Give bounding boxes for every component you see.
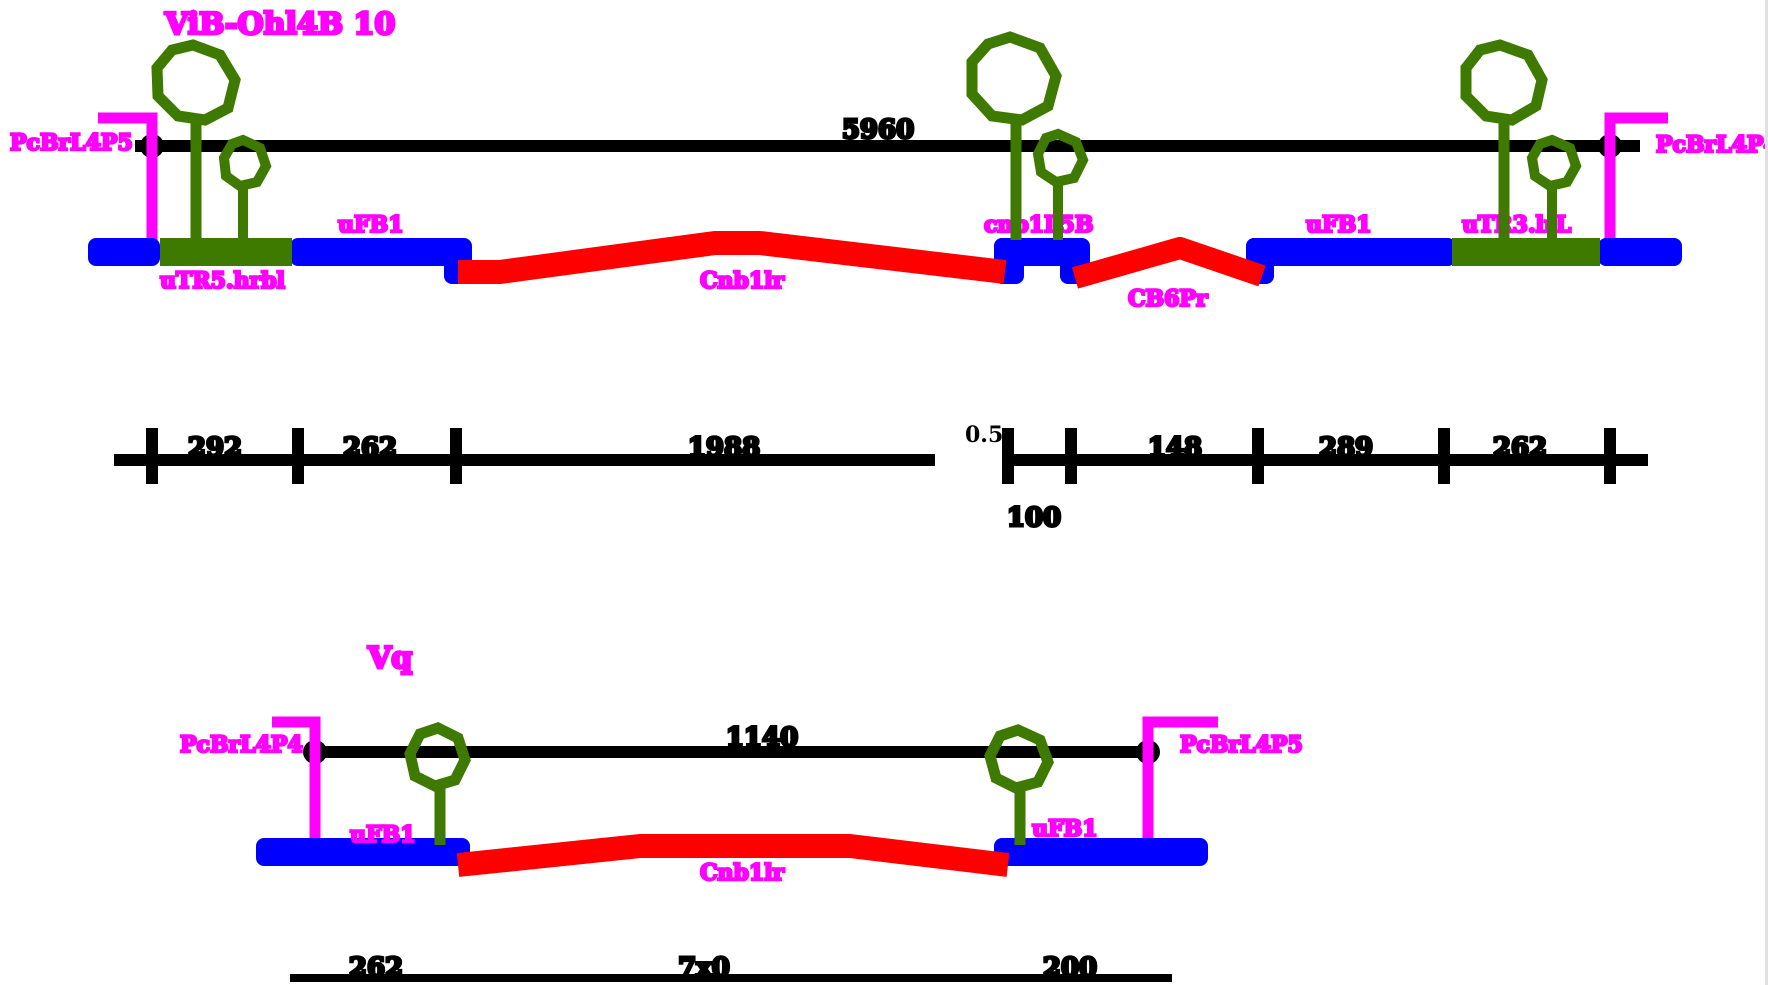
- utr-left-label: uTR5.hrbl: [160, 268, 285, 294]
- top-total-length: 5960: [842, 115, 914, 145]
- scale-segment-length: 262: [343, 433, 397, 463]
- probe-lollipop-icon: [1032, 128, 1089, 240]
- probe-lollipop-icon: [404, 722, 471, 845]
- exon-block: [256, 838, 470, 866]
- intron-main-label: Cnb1lr: [700, 268, 785, 294]
- scale-ratio: 0.5: [965, 422, 1003, 448]
- probe-lollipop-icon: [966, 31, 1062, 240]
- probe-lollipop-icon: [151, 39, 241, 240]
- scale-unit: 100: [1007, 503, 1061, 533]
- exon-block: [88, 238, 160, 266]
- scale-segment-length: 292: [188, 433, 242, 463]
- utr-left-segment: [160, 238, 292, 266]
- bottom-scale-bar: 262 7x0 200: [290, 952, 1172, 985]
- bottom-panel: Vq 1140 PcBrL4P4 PcBrL4P5 uFB1 uFB1 Cnb1…: [179, 640, 1304, 888]
- top-panel: ViB-Ohl4B 10 5960 PcBrL4P5 PcBrL4P4: [9, 6, 1768, 314]
- scale-segment-length: 1988: [688, 433, 760, 463]
- scale-segment-length: 289: [1319, 433, 1373, 463]
- top-intron-main: [458, 231, 1007, 284]
- bottom-intron: [456, 834, 1010, 877]
- exon-block: [1246, 238, 1456, 266]
- bottom-total-length: 1140: [726, 723, 798, 753]
- top-primer-right-label: PcBrL4P4: [1656, 132, 1768, 158]
- bottom-exon-right-label: uFB1: [1032, 816, 1098, 842]
- primer-arrow-icon: [1604, 112, 1668, 250]
- junction-label: cnb1L5B: [984, 212, 1093, 238]
- exon-c-label: uFB1: [1306, 212, 1372, 238]
- utr-right-segment: [1452, 238, 1600, 266]
- scale-segment-length: 262: [349, 953, 403, 983]
- right-edge-border: [1765, 0, 1768, 985]
- bottom-exon-left-label: uFB1: [350, 822, 416, 848]
- exon-block: [290, 238, 470, 266]
- exon-block: [994, 838, 1208, 866]
- top-panel-title: ViB-Ohl4B 10: [164, 7, 395, 42]
- probe-lollipop-icon: [984, 724, 1054, 845]
- intron-small-label: CB6Pr: [1128, 286, 1208, 312]
- exon-block: [1598, 238, 1682, 266]
- scale-segment-length: 262: [1493, 433, 1547, 463]
- probe-lollipop-icon: [1460, 39, 1548, 240]
- bottom-primer-right-label: PcBrL4P5: [1180, 732, 1303, 758]
- bottom-intron-label: Cnb1lr: [700, 860, 785, 886]
- probe-lollipop-icon: [1526, 134, 1582, 240]
- top-primer-left-label: PcBrL4P5: [10, 130, 133, 156]
- top-scale-bar: 292 262 1988 148 289 262 0.5 100: [114, 422, 1648, 535]
- primer-arrow-icon: [98, 112, 158, 250]
- primer-arrow-icon: [1142, 716, 1218, 850]
- bottom-primer-left-label: PcBrL4P4: [180, 732, 303, 758]
- exon-a-label: uFB1: [338, 212, 404, 238]
- bottom-panel-title: Vq: [367, 641, 412, 676]
- scale-ticks: [146, 428, 1616, 484]
- top-intron-small: [1071, 237, 1266, 289]
- probe-lollipop-icon: [218, 134, 272, 240]
- primer-arrow-icon: [272, 716, 321, 850]
- scale-segment-length: 200: [1043, 953, 1097, 983]
- scale-segment-length: 148: [1148, 433, 1202, 463]
- scale-segment-length: 7x0: [678, 953, 730, 983]
